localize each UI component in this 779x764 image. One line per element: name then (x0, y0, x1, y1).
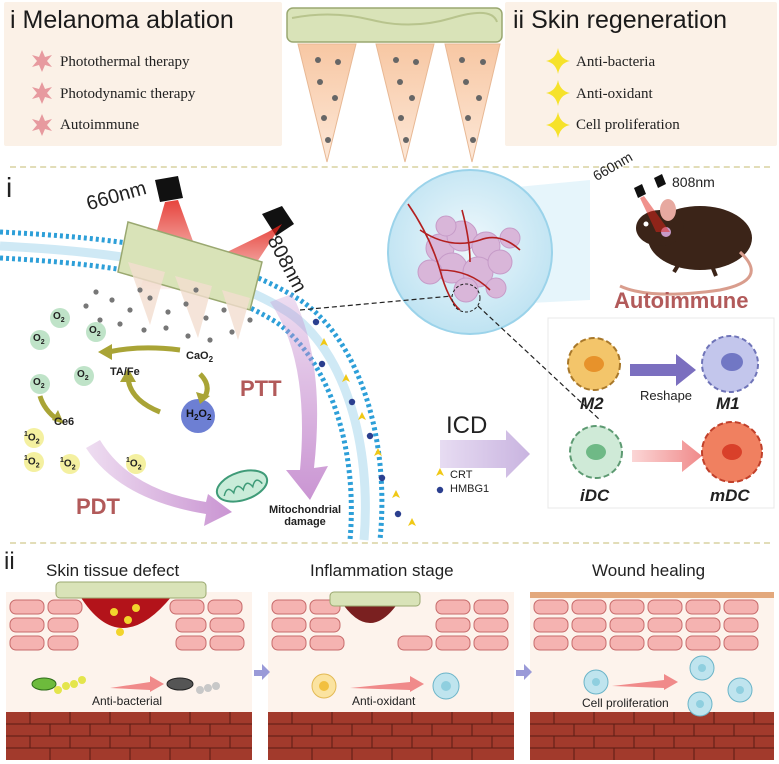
m1-label: M1 (716, 394, 740, 413)
singlet-oxygen-label: 1O2 (24, 455, 40, 470)
ptt-arrow (270, 294, 328, 500)
patch-on-membrane (117, 221, 263, 340)
skin-regeneration-title: ii Skin regeneration (513, 6, 727, 35)
panel-title: Skin regeneration (531, 6, 728, 34)
pink-star-burst-icons (32, 50, 52, 136)
o2-molecules (30, 308, 106, 394)
reaction-arrowheads (52, 344, 210, 424)
stage-title-defect: Skin tissue defect (46, 561, 180, 580)
o2-label: O2 (77, 369, 89, 382)
microneedle-patch (286, 7, 503, 163)
mdc-label: mDC (710, 486, 750, 505)
m2-label: M2 (580, 394, 604, 413)
reaction-arrows (37, 345, 210, 423)
immune-panel-frame (547, 317, 775, 509)
pdt-arrow (86, 440, 232, 526)
anti-oxidant-label: Anti-oxidant (352, 694, 416, 708)
m1-macrophage (701, 335, 759, 393)
idc-cell (569, 425, 623, 479)
panel-numeral: ii (513, 6, 525, 34)
item-anti-bacteria: Anti-bacteria (576, 54, 656, 70)
zoom-line-right (477, 305, 601, 421)
mouse-808-label: 808nm (672, 174, 715, 190)
melanoma-ablation-title: i Melanoma ablation (10, 6, 234, 35)
hmbg1-legend-label: HMBG1 (450, 483, 490, 495)
reshape-arrow (630, 354, 696, 386)
mitochondrial-damage-label: Mitochondrial damage (268, 504, 342, 528)
melanoma-ablation-panel (4, 2, 282, 146)
ta-fe-label: TA/Fe (110, 366, 140, 378)
cell-proliferation-label: Cell proliferation (582, 696, 669, 710)
mdc-cell (701, 421, 763, 483)
o2-label: O2 (89, 325, 101, 338)
mouse-illustration (619, 174, 753, 296)
mitochondrion-icon (215, 469, 269, 503)
o2-label: O2 (53, 311, 65, 324)
skin-regeneration-panel (505, 2, 777, 146)
yellow-sparkle-icons (546, 48, 570, 138)
icd-label: ICD (446, 412, 488, 439)
tumor-zoom-circle (387, 169, 590, 335)
singlet-oxygen-label: 1O2 (126, 457, 142, 472)
singlet-oxygen-label: 1O2 (24, 431, 40, 446)
h2o2-label: H2O2 (186, 408, 212, 423)
stage-arrow-2 (516, 664, 532, 680)
o2-label: O2 (33, 333, 45, 346)
divider-bottom (10, 542, 770, 544)
stage-title-inflammation: Inflammation stage (310, 561, 454, 580)
singlet-oxygen (24, 428, 146, 474)
singlet-oxygen-label: 1O2 (60, 457, 76, 472)
crt-markers (320, 338, 416, 526)
ptt-label: PTT (240, 376, 282, 401)
panel-numeral: i (10, 6, 16, 34)
hmbg1-legend-icon (436, 486, 444, 494)
divider-top (10, 166, 770, 168)
released-nanoparticles (83, 287, 253, 343)
hmbg1-markers (312, 318, 402, 518)
idc-label: iDC (580, 486, 610, 505)
crt-legend-label: CRT (450, 469, 473, 481)
cao2-label: CaO2 (186, 350, 214, 365)
icd-arrow (440, 430, 530, 478)
crt-legend-icon (436, 468, 444, 476)
section-i-numeral: i (6, 172, 13, 203)
item-cell-proliferation: Cell proliferation (576, 117, 680, 133)
panel-title: Melanoma ablation (22, 6, 234, 34)
item-autoimmune: Autoimmune (60, 117, 140, 133)
tissue-panel-2 (268, 591, 514, 760)
stage-arrow-1 (254, 664, 270, 680)
item-anti-oxidant: Anti-oxidant (576, 86, 653, 102)
ce6-label: Ce6 (54, 416, 75, 428)
item-photodynamic: Photodynamic therapy (60, 86, 196, 102)
anti-bacterial-label: Anti-bacterial (92, 694, 163, 708)
pdt-label: PDT (76, 494, 120, 519)
stage-title-healing: Wound healing (592, 561, 706, 580)
zoom-line-left (299, 295, 453, 311)
tissue-panel-3 (530, 592, 774, 760)
autoimmune-title: Autoimmune (614, 288, 749, 313)
item-photothermal: Photothermal therapy (60, 54, 190, 70)
o2-label: O2 (33, 377, 45, 390)
section-ii-numeral: ii (4, 548, 15, 575)
maturation-arrow (632, 440, 702, 472)
m2-macrophage (567, 337, 621, 391)
tissue-panel-1 (6, 581, 252, 760)
h2o2-molecule (181, 399, 215, 433)
reshape-label: Reshape (640, 388, 693, 403)
